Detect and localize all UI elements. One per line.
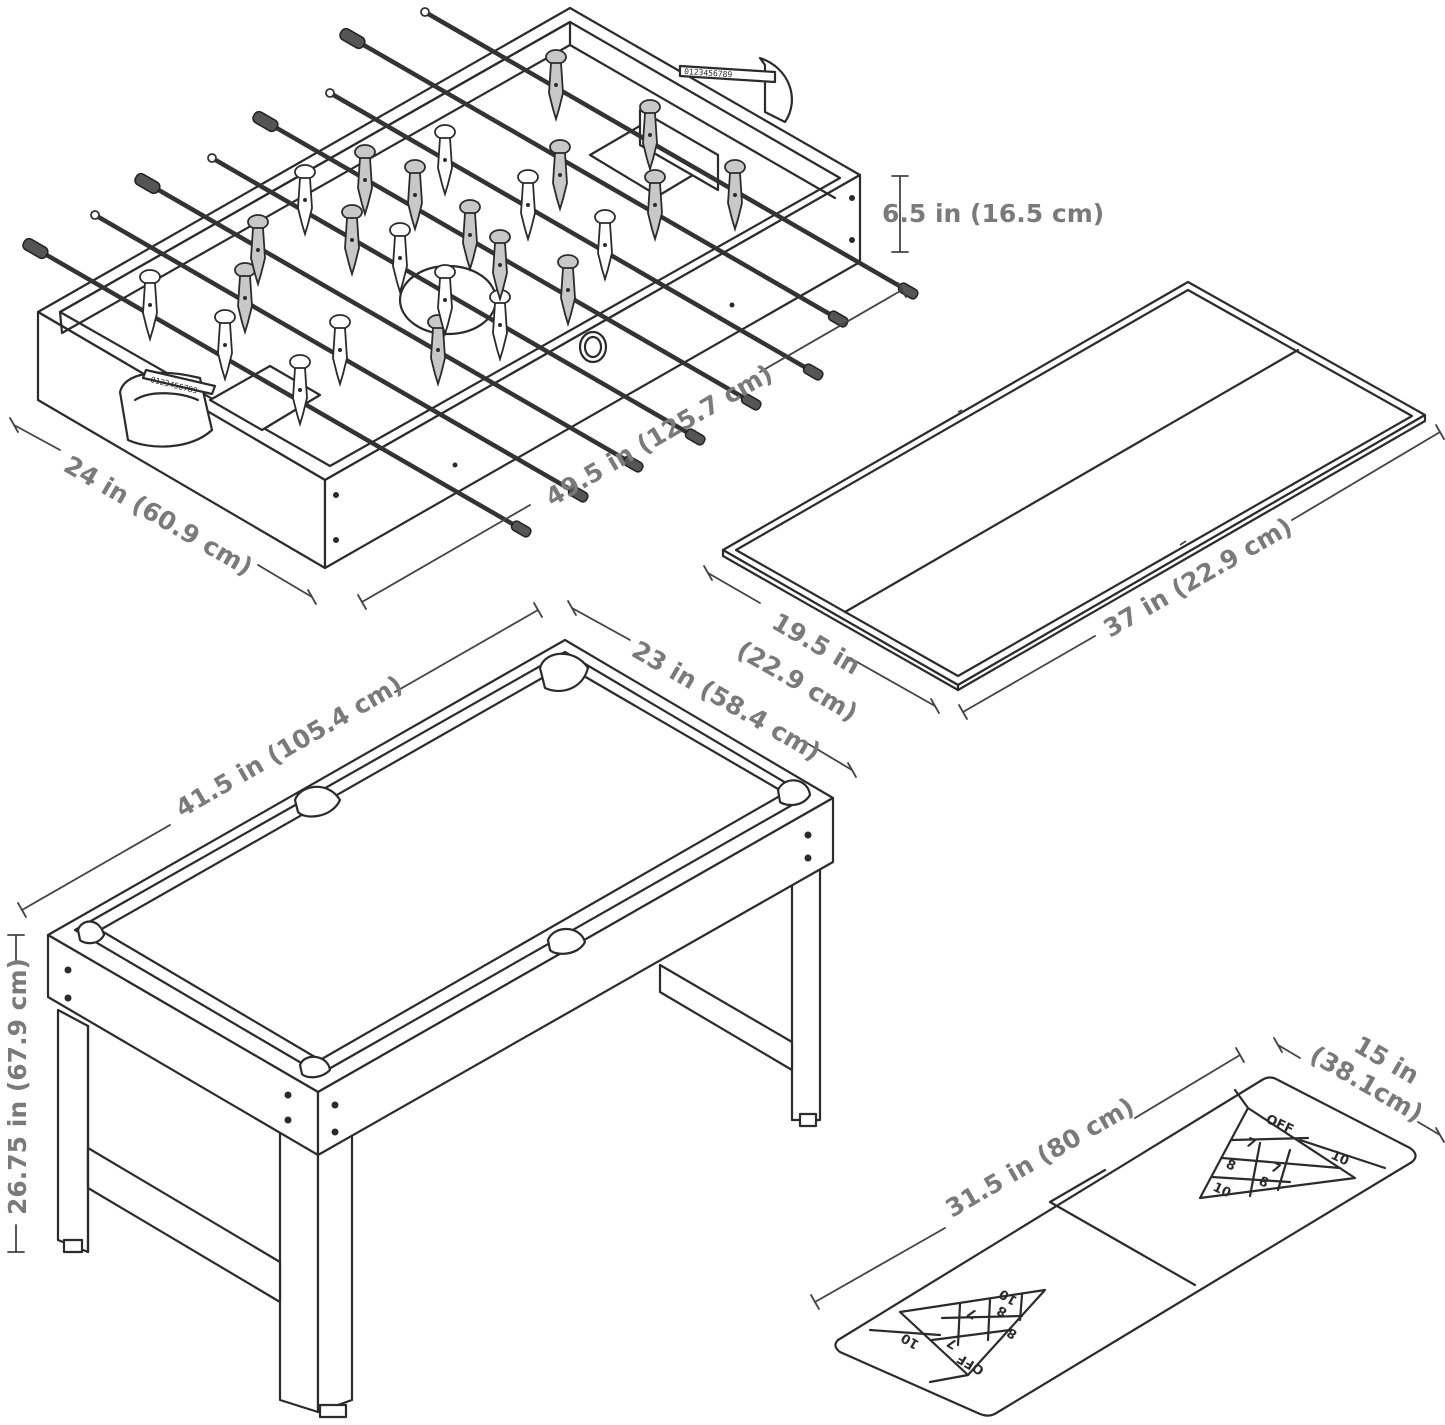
cover-top	[721, 280, 1427, 687]
rod-handle-icon	[22, 237, 49, 260]
foosball-player-figure	[594, 209, 616, 283]
shuffleboard-zone-label: 10	[1328, 1148, 1351, 1169]
shuffleboard-triangle-right	[1198, 1088, 1387, 1200]
foosball-player-figure	[329, 314, 351, 388]
foosball-player-figure	[341, 204, 363, 278]
foosball-player-figure	[557, 254, 579, 328]
rod-handle-icon	[510, 520, 532, 538]
rod-handle-icon	[252, 110, 279, 133]
foosball-rod	[35, 247, 526, 533]
rod-handle-icon	[622, 455, 644, 473]
rod-end-cap	[325, 88, 335, 98]
rod-handle-icon	[684, 428, 706, 446]
dim-foosball-height: 6.5 in (16.5 cm)	[882, 199, 1104, 228]
foosball-rod	[422, 9, 913, 295]
foosball-player-figure	[639, 99, 661, 173]
ball-return-right: 0123456789	[678, 56, 793, 124]
foosball-player-figure	[139, 269, 161, 343]
foosball-player-figure	[354, 144, 376, 218]
foosball-inner-back-wall	[58, 20, 572, 335]
foosball-player-figure	[724, 159, 746, 233]
pool-leg-front-right	[278, 1116, 320, 1414]
foosball-player-figure	[247, 214, 269, 288]
foosball-player-figure	[434, 124, 456, 198]
goal-left	[208, 364, 322, 432]
foosball-player-figure	[549, 139, 571, 213]
foosball-player-figure	[389, 222, 411, 296]
pool-table	[46, 638, 835, 1419]
cover-inner-border	[734, 288, 1414, 678]
foosball-rod	[352, 37, 843, 323]
foosball-player-figure	[644, 169, 666, 243]
rod-end-cap	[420, 7, 430, 17]
ball-hole	[578, 330, 608, 364]
foosball-rod	[265, 120, 756, 406]
foosball-player-figure	[489, 289, 511, 363]
table-top-cover	[721, 280, 1427, 692]
shuffleboard-surface	[834, 1076, 1417, 1417]
rod-end-cap	[207, 153, 217, 163]
shuffleboard-zone-label: 10	[1210, 1180, 1233, 1201]
foosball-table: 0123456789 0123456789	[22, 6, 919, 570]
foosball-player-figure	[294, 164, 316, 238]
rod-handle-icon	[567, 485, 589, 503]
foosball-player-figure	[214, 309, 236, 383]
foosball-rod	[209, 155, 700, 441]
rod-handle-icon	[134, 172, 161, 195]
foosball-rod	[147, 182, 638, 468]
rod-handle-icon	[339, 27, 366, 50]
foosball-player-figure	[545, 49, 567, 123]
foosball-player-figure	[489, 229, 511, 303]
foosball-player-figure	[234, 262, 256, 336]
rod-handle-icon	[827, 310, 849, 328]
dim-table-height: 26.75 in (67.9 cm)	[3, 958, 32, 1215]
foosball-player-figure	[459, 199, 481, 273]
scoreboard-right-digits: 0123456789	[684, 67, 733, 79]
foosball-players	[139, 49, 746, 428]
ball-return-left: 0123456789	[118, 368, 217, 448]
pool-stretcher-front	[86, 1146, 282, 1304]
pool-leg-front-left	[56, 1008, 90, 1254]
rod-handle-icon	[740, 393, 762, 411]
dimension-lines	[7, 175, 1445, 1310]
pool-pockets	[76, 652, 812, 1079]
pool-leg-back-right	[790, 860, 822, 1122]
shuffleboard-center-line	[1048, 1200, 1197, 1287]
pool-long-apron	[316, 796, 835, 1157]
foosball-rod	[327, 90, 818, 376]
foosball-player-figure	[434, 264, 456, 338]
rod-end-cap	[90, 210, 100, 220]
shuffleboard-triangle-left	[868, 1288, 1047, 1384]
cover-center-seam	[843, 348, 1300, 614]
foosball-player-figure	[289, 354, 311, 428]
foosball-player-figure	[404, 159, 426, 233]
foosball-player-figure	[517, 169, 539, 243]
rod-handle-icon	[802, 363, 824, 381]
